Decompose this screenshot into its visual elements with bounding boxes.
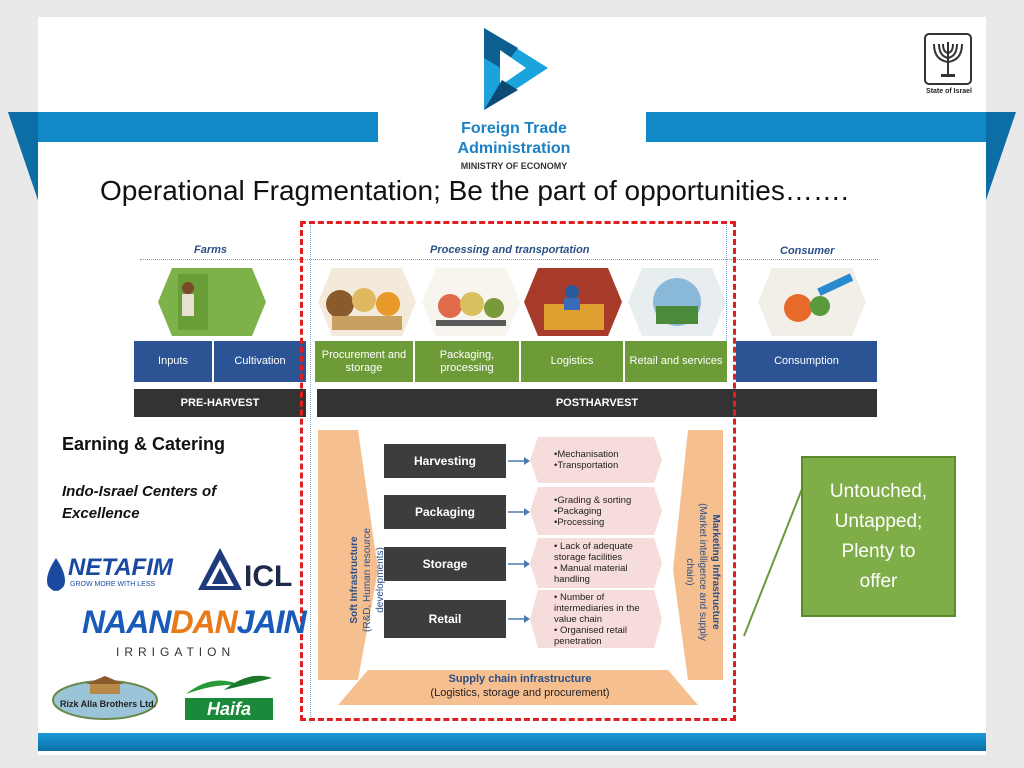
stage-logistics: Logistics [521,341,623,382]
stage-packaging: Packaging, processing [415,341,519,382]
issues-retail: • Number of intermediaries in the value … [530,590,662,648]
icl-logo: ICL [244,560,293,593]
stage-images [158,268,866,336]
rizk-logo-icon [52,676,158,720]
slide-title: Operational Fragmentation; Be the part o… [100,175,849,206]
section-label-processing: Processing and transportation [430,244,590,256]
highlight-frame [300,221,736,721]
callout-connector [743,483,805,637]
retail-image [628,268,726,336]
chain-arrows [508,457,530,623]
logistics-image [524,268,622,336]
left-band-fold [8,112,38,200]
footer-bar [38,733,986,751]
stage-cultivation: Cultivation [214,341,306,382]
icl-triangle-icon [198,548,242,590]
chain-stage-storage: Storage [384,547,506,581]
org-name-line1: Foreign Trade [461,120,567,137]
stage-consumption: Consumption [736,341,877,382]
stage-retail: Retail and services [625,341,727,382]
netafim-tagline: GROW MORE WITH LESS [70,581,156,588]
header-bands [8,112,1016,200]
infrastructure-shapes [318,430,723,705]
issues-packaging: •Grading & sorting •Packaging •Processin… [530,487,662,535]
fta-logo-icon [484,28,548,110]
chain-stage-packaging: Packaging [384,495,506,529]
farm-image [158,268,266,336]
haifa-logo: Haifa [185,698,273,720]
supply-chain-shape [338,670,698,705]
section-divider [140,259,878,260]
procurement-image [318,268,416,336]
marketing-infra-shape [673,430,723,680]
stage-inputs: Inputs [134,341,212,382]
issues-storage: • Lack of adequate storage facilities • … [530,538,662,588]
phase-post-harvest: POSTHARVEST [317,389,877,417]
section-label-farms: Farms [194,244,228,256]
diagram-vertical-divider-right [726,225,728,340]
supply-chain-label: Supply chain infrastructure (Logistics, … [430,673,610,699]
org-ministry: MINISTRY OF ECONOMY [460,161,568,171]
section-label-consumer: Consumer [780,245,835,257]
netafim-logo: NETAFIM [68,554,173,581]
consumer-image [758,268,866,336]
stage-procurement: Procurement and storage [315,341,413,382]
earning-heading: Earning & Catering [62,434,226,454]
naandanjain-sub: IRRIGATION [116,645,236,659]
phase-pre-harvest: PRE-HARVEST [134,389,306,417]
state-label: State of Israel [926,88,972,95]
chain-stage-harvesting: Harvesting [384,444,506,478]
soft-infra-shape [318,430,378,680]
callout-box: Untouched, Untapped; Plenty to offer [801,456,956,617]
diagram-vertical-divider [310,225,312,723]
state-emblem-icon [924,33,972,85]
org-name-line2: Administration [457,140,571,157]
naandanjain-logo: NAANDANJAIN [82,604,307,640]
chain-stage-retail: Retail [384,600,506,638]
packaging-image [422,268,520,336]
netafim-drop-icon [47,558,65,591]
indo-israel-subheading: Indo-Israel Centers of Excellence [62,483,217,522]
issues-harvesting: •Mechanisation •Transportation [530,437,662,483]
haifa-leaf-icon [186,675,272,694]
rizk-logo: Rizk Alla Brothers Ltd. [60,699,157,709]
